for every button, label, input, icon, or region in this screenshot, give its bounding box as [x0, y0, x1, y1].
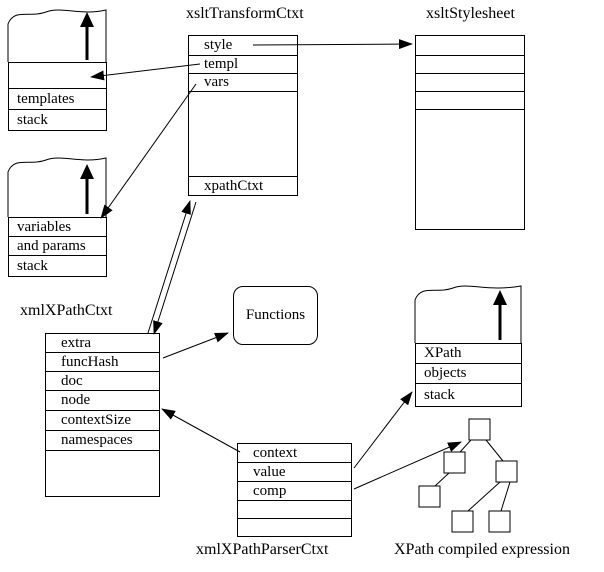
transform-ctxt-empty-area — [189, 92, 297, 176]
parser-empty-row — [238, 519, 351, 536]
arrow-value-to-objects-stack — [353, 391, 413, 469]
transform-field-xpathctxt: xpathCtxt — [189, 176, 297, 195]
parser-field-context: context — [238, 444, 351, 463]
arrow-vars-to-variables-stack — [100, 83, 197, 219]
xpath-ctxt-box: extra funcHash doc node contextSize name… — [45, 333, 160, 497]
tree-edge-root-right — [485, 439, 504, 462]
tree-node — [451, 510, 474, 533]
templates-stack-row-templates: templates — [9, 89, 106, 110]
xpath-field-namespaces: namespaces — [46, 431, 159, 451]
arrow-templ-to-templates-stack — [90, 63, 201, 81]
title-xml-xpath-parser-ctxt: xmlXPathParserCtxt — [196, 541, 329, 558]
tree-node — [418, 485, 441, 508]
templates-stack-empty-row — [9, 63, 106, 89]
arrow-xpathctxt-down-link — [153, 201, 197, 335]
stylesheet-box — [415, 35, 525, 230]
title-xpath-compiled-expression: XPath compiled expression — [394, 541, 570, 558]
parser-empty-row — [238, 501, 351, 519]
objects-stack-box: XPath objects stack — [415, 343, 522, 407]
transform-ctxt-box: style templ vars xpathCtxt — [188, 35, 298, 196]
objects-stack-row-stack: stack — [424, 386, 455, 403]
tree-edge-right-left-child — [467, 481, 501, 512]
tree-node — [443, 451, 466, 474]
tree-node-root — [468, 418, 491, 441]
arrow-xpathctxt-up-link — [147, 200, 191, 334]
variables-stack-row-variables: variables — [9, 218, 106, 237]
xpath-field-doc: doc — [46, 372, 159, 391]
arrow-context-to-xpathctxt — [161, 408, 241, 453]
variables-stack-row-stack: stack — [17, 257, 48, 274]
tree-node — [488, 510, 511, 533]
variables-stack-row-and-params: and params — [9, 237, 106, 256]
stylesheet-empty-row — [416, 74, 524, 92]
arrow-funchash-to-functions — [162, 332, 229, 359]
wave-top-templates-stack — [7, 9, 107, 62]
up-arrow-templates-stack-head — [80, 12, 94, 27]
xpath-field-funchash: funcHash — [46, 353, 159, 372]
up-arrow-objects-stack-head — [493, 290, 507, 305]
parser-field-comp: comp — [238, 482, 351, 501]
variables-stack-box: variables and params stack — [8, 217, 107, 277]
wave-top-objects-stack — [414, 285, 522, 343]
arrow-comp-to-compiled-tree — [353, 441, 462, 490]
xpath-field-contextsize: contextSize — [46, 411, 159, 431]
xpath-ctxt-empty-area — [46, 451, 159, 496]
tree-edge-right-right-child — [500, 481, 511, 512]
tree-node — [495, 460, 518, 483]
templates-stack-box: templates stack — [8, 62, 107, 131]
parser-field-value: value — [238, 463, 351, 482]
wave-top-variables-stack — [7, 157, 107, 217]
stylesheet-empty-row — [416, 92, 524, 110]
transform-field-templ: templ — [189, 56, 297, 74]
objects-stack-row-objects: objects — [416, 364, 521, 384]
tree-edge-root-left — [459, 439, 472, 453]
title-xslt-stylesheet: xsltStylesheet — [426, 5, 515, 22]
transform-field-style: style — [189, 36, 297, 56]
xpath-field-node: node — [46, 391, 159, 411]
up-arrow-variables-stack-head — [80, 164, 94, 179]
stylesheet-empty-row — [416, 36, 524, 56]
parser-ctxt-box: context value comp — [237, 443, 352, 537]
functions-box: Functions — [233, 286, 318, 345]
title-xslt-transform-ctxt: xsltTransformCtxt — [186, 5, 304, 22]
stylesheet-empty-area — [416, 110, 524, 229]
xpath-field-extra: extra — [46, 334, 159, 353]
transform-field-vars: vars — [189, 74, 297, 92]
objects-stack-row-xpath: XPath — [416, 344, 521, 364]
templates-stack-row-stack: stack — [17, 111, 48, 128]
title-xml-xpath-ctxt: xmlXPathCtxt — [20, 302, 113, 319]
tree-edge-left-child — [434, 472, 450, 487]
stylesheet-empty-row — [416, 56, 524, 74]
